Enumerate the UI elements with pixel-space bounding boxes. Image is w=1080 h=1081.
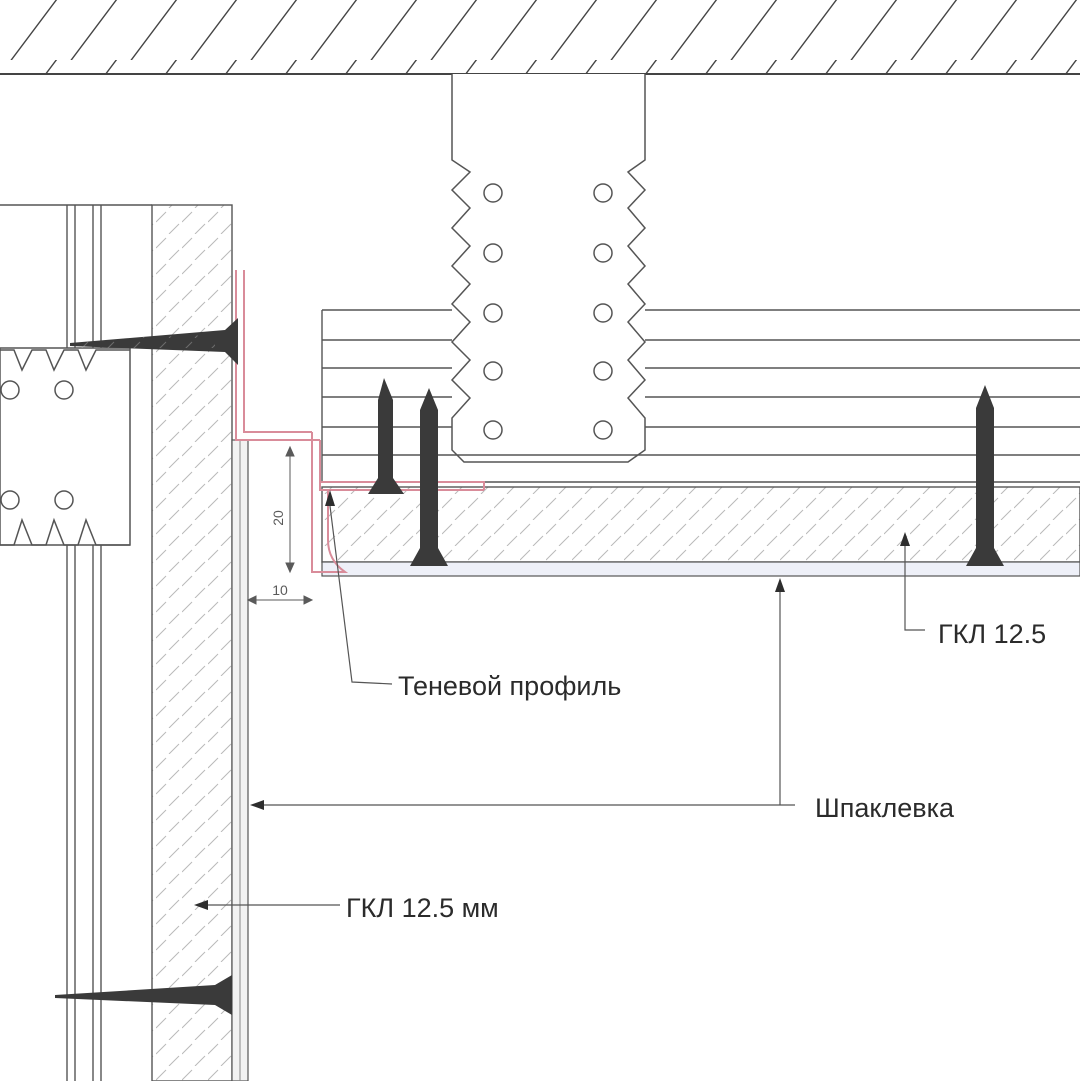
ceiling-profile — [321, 309, 1080, 483]
ceiling-hanger — [450, 74, 647, 463]
wall-hanger — [0, 347, 131, 546]
ceiling-plasterboard — [321, 486, 1080, 577]
leader-arrowheads — [194, 490, 910, 910]
label-putty: Шпаклевка — [815, 793, 955, 823]
dimension-10: 10 — [272, 582, 288, 598]
screw-wall-upper — [70, 318, 238, 365]
wall-frame — [0, 204, 152, 1081]
leader-lines — [200, 505, 925, 906]
label-gkl-ceiling: ГКЛ 12.5 — [938, 619, 1046, 649]
label-shadow-profile: Теневой профиль — [398, 671, 621, 701]
ceiling-slab — [0, 0, 1080, 75]
dimension-20: 20 — [270, 510, 286, 526]
screw-ceiling-2 — [410, 388, 448, 566]
wall-putty — [231, 439, 249, 1081]
screw-ceiling-3 — [966, 385, 1004, 566]
screw-wall-lower — [55, 975, 232, 1015]
label-gkl-wall: ГКЛ 12.5 мм — [346, 893, 499, 923]
dimension-lines — [246, 445, 314, 605]
screw-ceiling-1 — [368, 378, 404, 494]
